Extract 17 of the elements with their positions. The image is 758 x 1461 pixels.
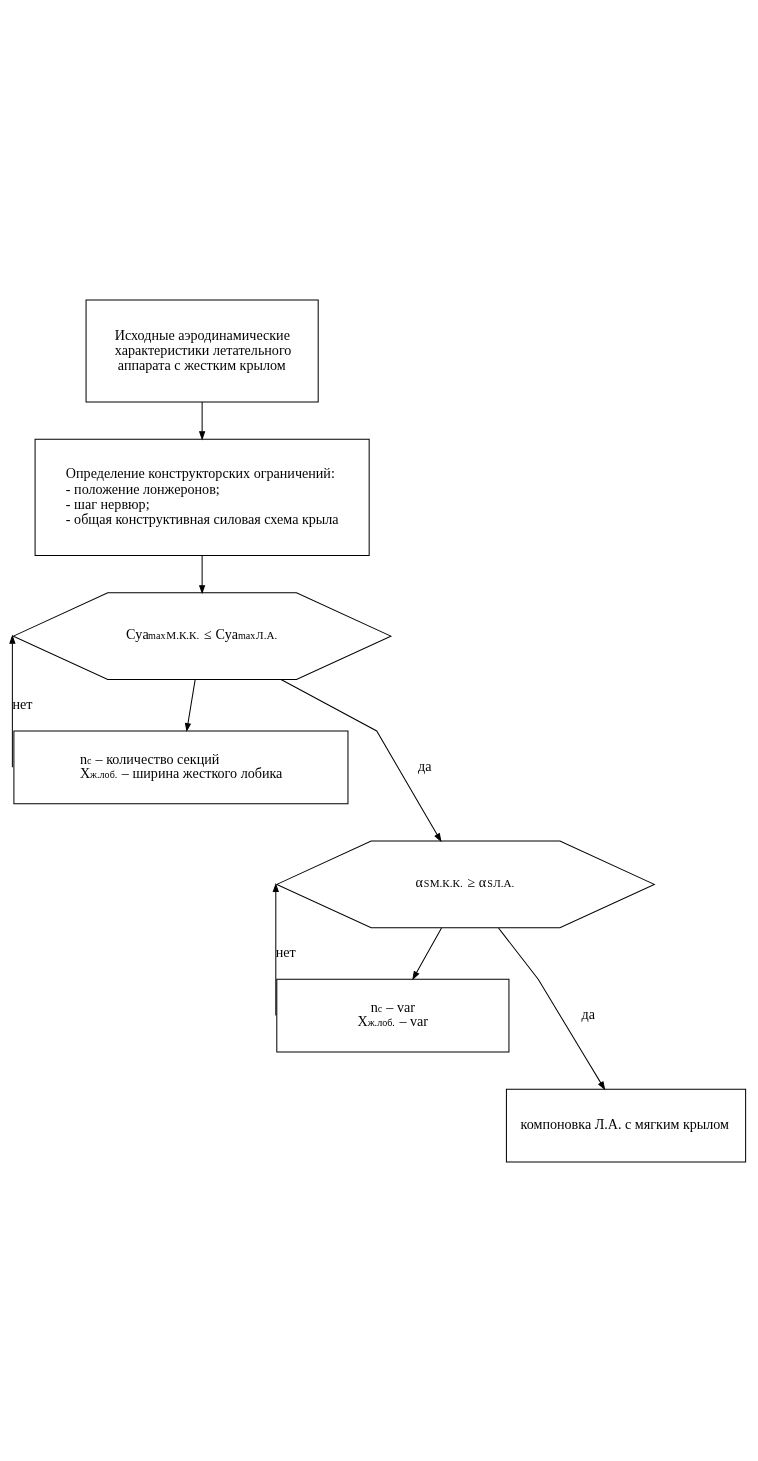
arrow (198, 554, 206, 594)
arrow (412, 927, 443, 980)
node-box: компоновка Л.А. с мягким крылом (505, 1088, 747, 1162)
arrow (497, 926, 606, 1090)
arrow (280, 678, 442, 842)
edge-label: нет (12, 695, 33, 712)
node-box: nc – var Xж.лоб. – var (276, 978, 510, 1052)
edge-label: да (581, 1005, 596, 1022)
node-box: Определение конструкторских ограничений: - положение лонжеронов; - шаг нервюр; - общая конструктивная силовая схема крыла (34, 438, 370, 556)
arrow (9, 634, 16, 768)
node-box: nc – количество секций Xж.лоб. – ширина жесткого лобика (13, 730, 349, 804)
arrow (198, 401, 206, 440)
edge-label: нет (275, 943, 296, 960)
node-box: Исходные аэродинамические характеристики летательного аппарата с жестким крылом (85, 299, 319, 402)
edge-label: да (418, 757, 432, 774)
arrow (184, 678, 196, 732)
arrow (272, 882, 279, 1016)
